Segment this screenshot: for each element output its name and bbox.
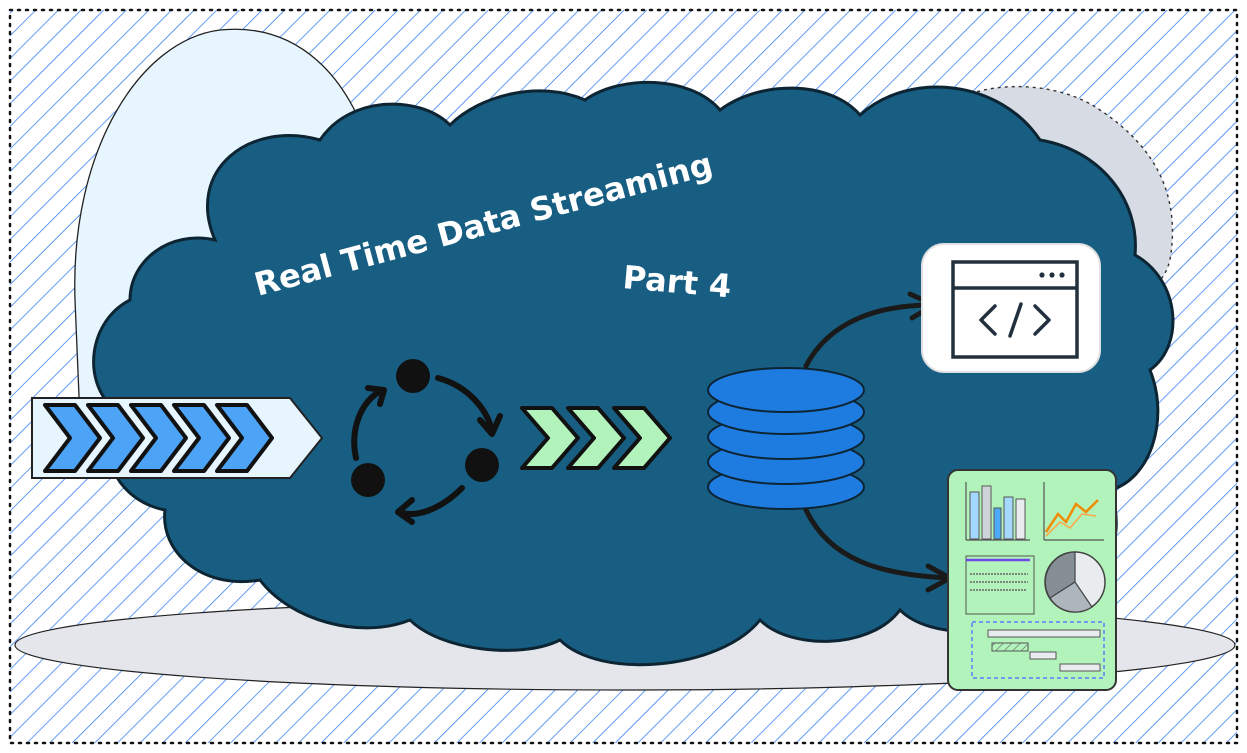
output-stream — [520, 406, 672, 470]
dashboard-bar-chart — [965, 482, 1030, 541]
diagram-subtitle: Part 4 — [621, 258, 733, 305]
dashboard-gantt-panel — [971, 621, 1105, 679]
dashboard-text-panel — [965, 555, 1035, 615]
analytics-dashboard-icon — [947, 469, 1117, 691]
chevron-stream-icon — [520, 406, 672, 470]
chevron-stream-icon — [43, 403, 274, 473]
cycle-process-icon — [351, 359, 503, 525]
dashboard-pie-chart — [1044, 551, 1106, 613]
input-stream — [31, 397, 324, 479]
dashboard-line-chart — [1043, 482, 1104, 541]
code-window-icon — [921, 243, 1101, 373]
database-stack-icon — [707, 367, 865, 510]
